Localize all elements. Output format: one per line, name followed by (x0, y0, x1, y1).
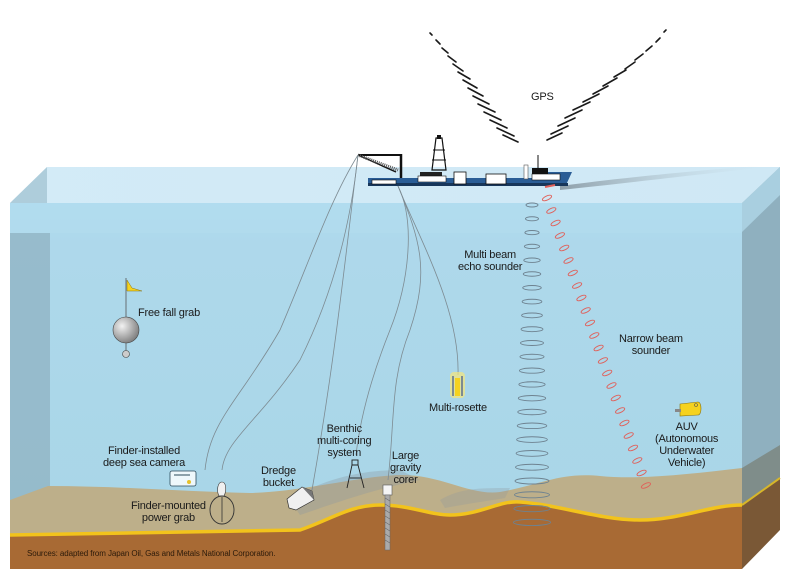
gravity-corer-icon (382, 484, 393, 551)
narrowbeam-ring (602, 369, 613, 377)
power-grab-icon (209, 481, 235, 525)
dredge-line2: bucket (262, 477, 295, 489)
narrowbeam-ring (550, 219, 561, 227)
narrowbeam-ring (541, 194, 553, 202)
source-note: Sources: adapted from Japan Oil, Gas and… (27, 549, 276, 558)
narrowbeam-ring (619, 419, 630, 427)
multi-beam-label: Multi beam echo sounder (458, 249, 522, 273)
gps-label: GPS (531, 91, 554, 103)
multibeam-ring (522, 271, 542, 277)
multibeam-ring (515, 463, 549, 471)
multibeam-ring (516, 436, 548, 443)
auv-line3: Underwater (659, 445, 715, 457)
gravity-line2: gravity (390, 462, 421, 474)
multibeam-ring (525, 202, 539, 208)
multibeam-ring (521, 312, 543, 319)
narrowbeam-ring (593, 344, 604, 352)
narrowbeam-ring (597, 357, 608, 364)
subsoil-side (742, 478, 780, 569)
auv-line4: Vehicle) (667, 457, 706, 469)
narrowbeam-ring (559, 244, 570, 252)
narrowbeam-ring (610, 394, 621, 402)
gravity-corer-label: Large gravity corer (390, 450, 421, 486)
narrow-beam-line2: sounder (631, 345, 671, 357)
deep-sea-camera-icon (169, 470, 197, 487)
narrow-beam-label: Narrow beam sounder (619, 333, 683, 357)
narrowbeam-ring (623, 432, 634, 439)
power-grab-line2: power grab (141, 512, 195, 524)
water-side (742, 167, 780, 500)
gps-signal-icon (429, 29, 667, 143)
gravity-line3: corer (393, 474, 418, 486)
auv-label: AUV (Autonomous Underwater Vehicle) (655, 421, 718, 469)
cables (204, 154, 459, 491)
multibeam-ring (523, 257, 541, 263)
dredge-line1: Dredge (261, 465, 296, 477)
narrowbeam-ring (580, 307, 591, 314)
auv-line2: (Autonomous (655, 433, 719, 445)
multibeam-ring (520, 340, 544, 346)
narrowbeam-ring (627, 444, 639, 452)
auv-icon (675, 401, 702, 417)
narrowbeam-ring (636, 469, 647, 477)
dredge-bucket-icon (286, 486, 315, 511)
multibeam-ring (519, 353, 545, 360)
camera-line2: deep sea camera (103, 457, 185, 469)
multibeam-ring (514, 491, 551, 499)
multibeam-ring (518, 381, 546, 388)
camera-line1: Finder-installed (107, 445, 180, 457)
narrowbeam-ring (554, 232, 565, 239)
multibeam-ring (517, 408, 547, 416)
multi-rosette-label: Multi-rosette (429, 402, 487, 414)
multibeam-ring (517, 395, 547, 402)
narrowbeam-ring (567, 269, 578, 277)
ship-wake (560, 166, 760, 190)
multi-beam-line1: Multi beam (464, 249, 517, 261)
subsoil (10, 501, 742, 569)
narrowbeam-ring (584, 319, 596, 327)
free-fall-grab-label: Free fall grab (138, 307, 201, 319)
multi-beam-line2: echo sounder (458, 261, 523, 273)
multibeam-ring (522, 285, 542, 291)
multi-rosette-icon (450, 372, 465, 398)
benthic-line3: system (327, 447, 362, 459)
multibeam-ring (520, 326, 544, 333)
narrowbeam-ring (572, 282, 583, 289)
auv-line1: AUV (675, 421, 698, 433)
multibeam-ring (524, 230, 540, 236)
narrowbeam-ring (589, 332, 600, 339)
multibeam-ring (523, 243, 541, 250)
sediment-boundary-line (9, 500, 743, 537)
narrowbeam-pattern (541, 194, 651, 489)
multibeam-ring (514, 477, 550, 485)
multibeam-ring (513, 505, 551, 513)
multibeam-ring (516, 422, 548, 430)
narrowbeam-ring (576, 294, 587, 302)
free-fall-grab-icon (112, 278, 143, 358)
multibeam-ring (512, 518, 552, 527)
power-grab-label: Finder-mounted power grab (131, 500, 206, 524)
narrowbeam-ring (606, 382, 617, 389)
benthic-line1: Benthic (326, 423, 362, 435)
narrowbeam-ring (632, 457, 643, 464)
power-grab-line1: Finder-mounted (131, 500, 206, 512)
dredge-label: Dredge bucket (261, 465, 296, 489)
narrowbeam-ring (546, 207, 557, 214)
multibeam-ring (515, 450, 549, 457)
left-band (10, 233, 50, 533)
benthic-line2: multi-coring (317, 435, 372, 447)
narrowbeam-ring (615, 407, 626, 414)
narrow-beam-line1: Narrow beam (619, 333, 683, 345)
multibeam-ring (521, 298, 543, 305)
narrowbeam-ring (563, 257, 574, 264)
survey-ship-icon (357, 135, 572, 188)
camera-label: Finder-installed deep sea camera (103, 445, 185, 469)
multibeam-ring (518, 367, 546, 374)
gravity-line1: Large (391, 450, 420, 462)
benthic-label: Benthic multi-coring system (317, 423, 372, 459)
narrowbeam-ring (640, 482, 651, 489)
benthic-multi-corer-icon (346, 459, 365, 489)
multibeam-pattern (512, 202, 552, 527)
multibeam-ring (525, 216, 540, 222)
